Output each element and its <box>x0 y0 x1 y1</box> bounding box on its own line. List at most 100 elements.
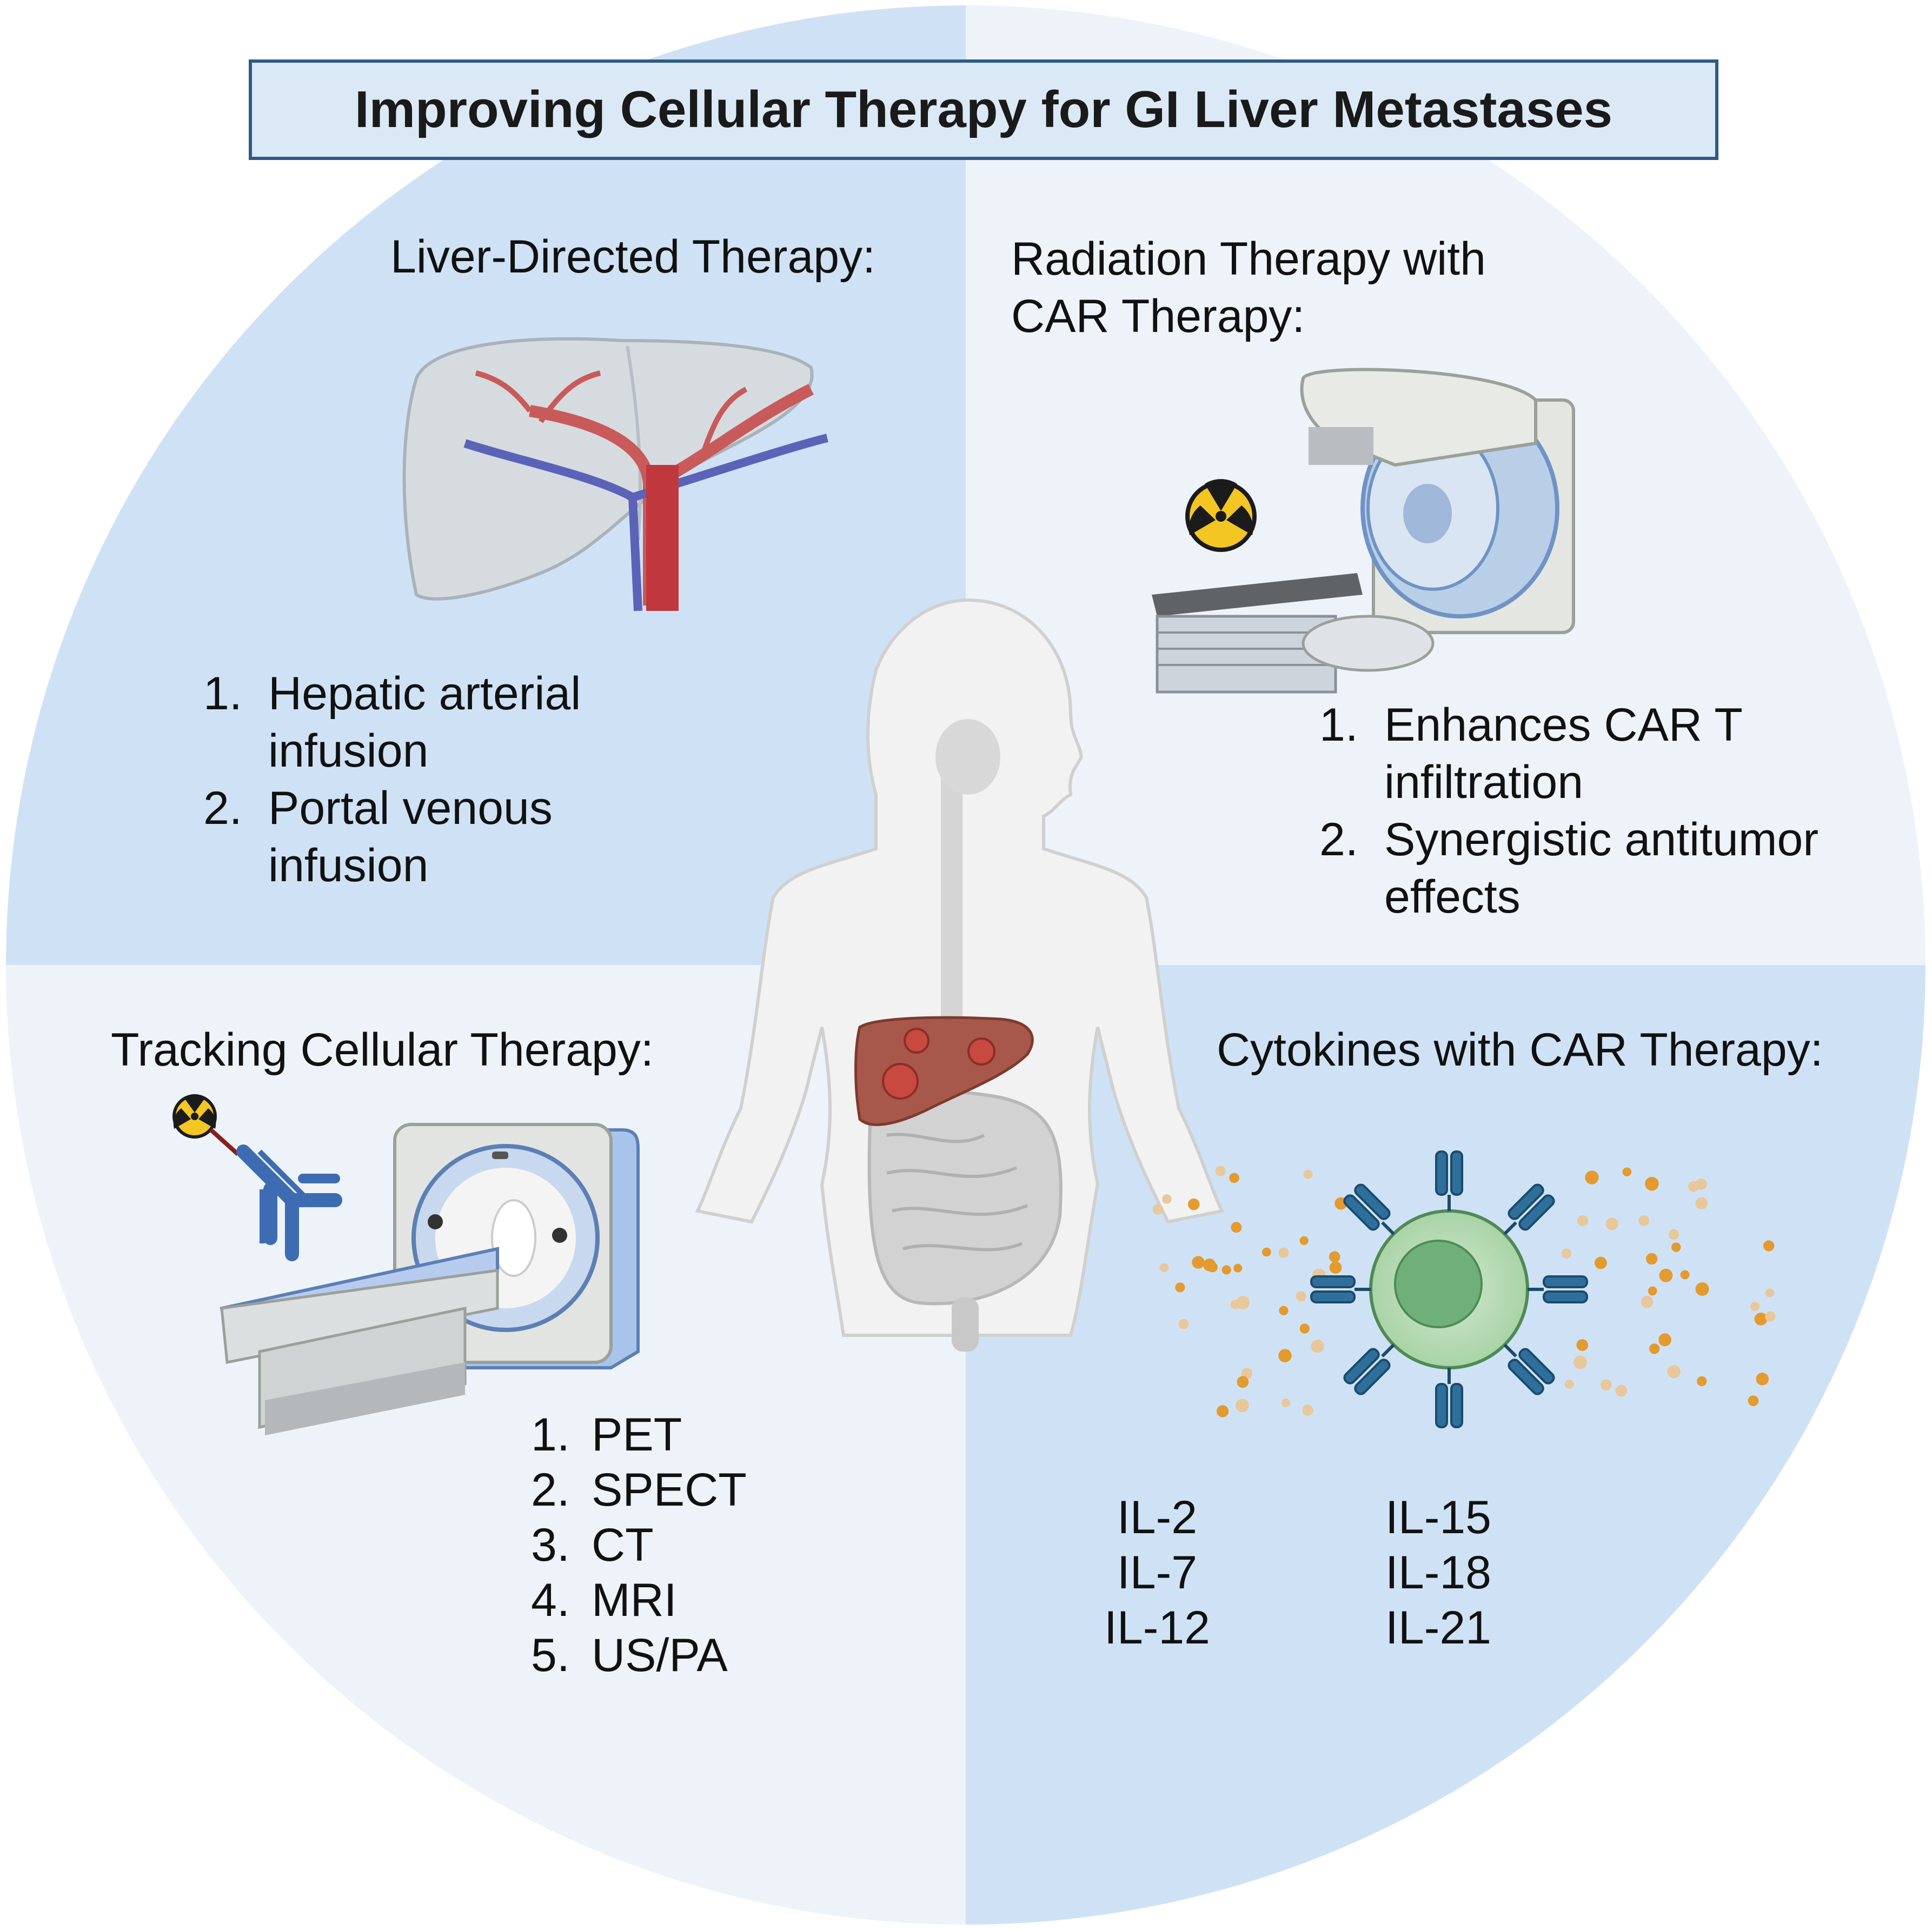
list-item: CT <box>592 1519 654 1571</box>
cytokine-dot <box>1697 1376 1707 1387</box>
cytokine-dot <box>1641 1295 1654 1308</box>
tracking-heading: Tracking Cellular Therapy: <box>111 1024 654 1076</box>
cytokine-dot <box>1585 1170 1599 1184</box>
liver-icon <box>402 337 828 611</box>
cytokine-dot <box>1688 1181 1699 1192</box>
cytokine-dot <box>1162 1194 1172 1204</box>
cytokine-column-2: IL-15 IL-18 IL-21 <box>1373 1490 1503 1655</box>
cytokine-dot <box>1564 1379 1574 1389</box>
cytokine-dot <box>1648 1286 1657 1296</box>
cytokine-dot <box>1216 1405 1229 1417</box>
list-number: 2. <box>203 782 242 834</box>
cytokine-dot <box>1236 1399 1249 1413</box>
cytokine-dot <box>1233 1263 1243 1273</box>
car-receptor <box>1343 1343 1395 1395</box>
cytokine-dot <box>1311 1339 1324 1353</box>
cytokine-label: IL-2 <box>1117 1492 1198 1543</box>
cytokine-dot <box>1187 1198 1200 1210</box>
cytokine-dot <box>1159 1263 1169 1272</box>
page-title: Improving Cellular Therapy for GI Liver … <box>354 81 1613 138</box>
cytokine-dot <box>1645 1253 1658 1265</box>
antibody-icon <box>172 1094 342 1261</box>
car-receptor <box>1435 1150 1463 1211</box>
car-t-cell-icon <box>1310 1150 1588 1428</box>
cytokine-dot <box>1577 1215 1589 1227</box>
cytokine-label: IL-12 <box>1104 1602 1211 1654</box>
cytokine-dot <box>1658 1333 1671 1347</box>
cytokine-dot <box>1750 1302 1760 1311</box>
cytokine-dot <box>1221 1265 1231 1275</box>
cytokine-dot <box>1215 1166 1226 1176</box>
cytokine-dot <box>1754 1312 1768 1326</box>
cytokine-dot <box>1203 1259 1216 1272</box>
list-item: Portal venous <box>268 782 553 834</box>
cytokine-dot <box>1574 1355 1588 1369</box>
cytokine-dot <box>1667 1365 1681 1379</box>
list-item: US/PA <box>592 1629 728 1681</box>
tracking-list: 1. PET 2. SPECT 3. CT 4. MRI 5. US/PA <box>531 1407 747 1683</box>
cytokine-dot <box>1756 1373 1769 1386</box>
cytokine-dot <box>1680 1270 1690 1280</box>
list-item: effects <box>1384 871 1521 923</box>
cytokine-dot <box>1299 1236 1309 1246</box>
cytokine-dot <box>1236 1296 1250 1310</box>
car-receptor <box>1503 1183 1555 1235</box>
liver-directed-heading: Liver-Directed Therapy: <box>390 231 875 283</box>
list-item: infusion <box>268 840 429 891</box>
list-item: Enhances CAR T <box>1384 699 1743 751</box>
cytokine-dot <box>1231 1222 1242 1233</box>
list-item: infiltration <box>1384 756 1584 808</box>
list-number: 2. <box>1319 814 1358 866</box>
list-item: PET <box>592 1409 682 1461</box>
cytokine-dot <box>1748 1395 1759 1406</box>
radiation-list: 1. Enhances CAR T infiltration 2. Synerg… <box>1319 696 1818 926</box>
radiation-heading-line2: CAR Therapy: <box>1011 290 1305 342</box>
list-number: 2. <box>531 1464 570 1516</box>
radiation-heading: Radiation Therapy with CAR Therapy: <box>1011 230 1486 345</box>
cytokine-dot <box>1671 1242 1681 1252</box>
cytokine-dot <box>1278 1349 1292 1362</box>
car-receptor <box>1310 1275 1371 1303</box>
cytokine-dot <box>1605 1217 1618 1230</box>
cytokine-dot <box>1229 1173 1239 1183</box>
quadrant-bottom-right <box>966 965 1926 1925</box>
radiation-symbol-icon <box>1185 479 1257 552</box>
radiation-machine-icon <box>1152 368 1575 694</box>
cytokine-column-1: IL-2 IL-7 IL-12 <box>1098 1490 1217 1655</box>
cytokine-dot <box>1237 1376 1249 1388</box>
cytokine-dot <box>1615 1385 1628 1397</box>
cytokine-label: IL-21 <box>1385 1602 1492 1654</box>
cytokine-dot <box>1695 1197 1708 1210</box>
list-item: Synergistic antitumor <box>1384 814 1818 866</box>
cytokines-heading: Cytokines with CAR Therapy: <box>1217 1024 1823 1076</box>
car-receptor <box>1343 1183 1395 1235</box>
liver-directed-list: 1. Hepatic arterial infusion 2. Portal v… <box>203 665 581 894</box>
cytokine-label: IL-7 <box>1117 1547 1198 1599</box>
list-item: infusion <box>268 725 429 777</box>
metastatic-liver-icon <box>854 1016 1034 1126</box>
cytokine-dot <box>1622 1167 1632 1176</box>
cytokine-dot <box>1296 1291 1306 1302</box>
ct-scanner-icon <box>220 1123 640 1435</box>
cytokine-dot <box>1561 1248 1572 1259</box>
list-number: 1. <box>203 668 242 720</box>
cytokine-dot <box>1765 1288 1775 1297</box>
cytokine-dot <box>1649 1343 1660 1354</box>
cytokine-dot <box>1668 1229 1679 1240</box>
list-item: SPECT <box>592 1464 747 1516</box>
cytokine-dot <box>1175 1282 1185 1293</box>
cytokine-dot <box>1329 1261 1342 1274</box>
quadrant-bottom-left <box>6 965 966 1925</box>
car-receptor <box>1528 1275 1588 1303</box>
cytokine-dot <box>1299 1323 1310 1334</box>
car-receptor <box>1435 1368 1463 1428</box>
car-receptor <box>1503 1343 1555 1395</box>
cytokine-dot <box>1329 1251 1340 1263</box>
list-number: 1. <box>531 1409 570 1461</box>
human-body-icon <box>695 598 1225 1352</box>
list-item: MRI <box>592 1574 677 1626</box>
cytokine-dot <box>1576 1339 1589 1351</box>
cytokine-dot <box>1281 1398 1291 1407</box>
